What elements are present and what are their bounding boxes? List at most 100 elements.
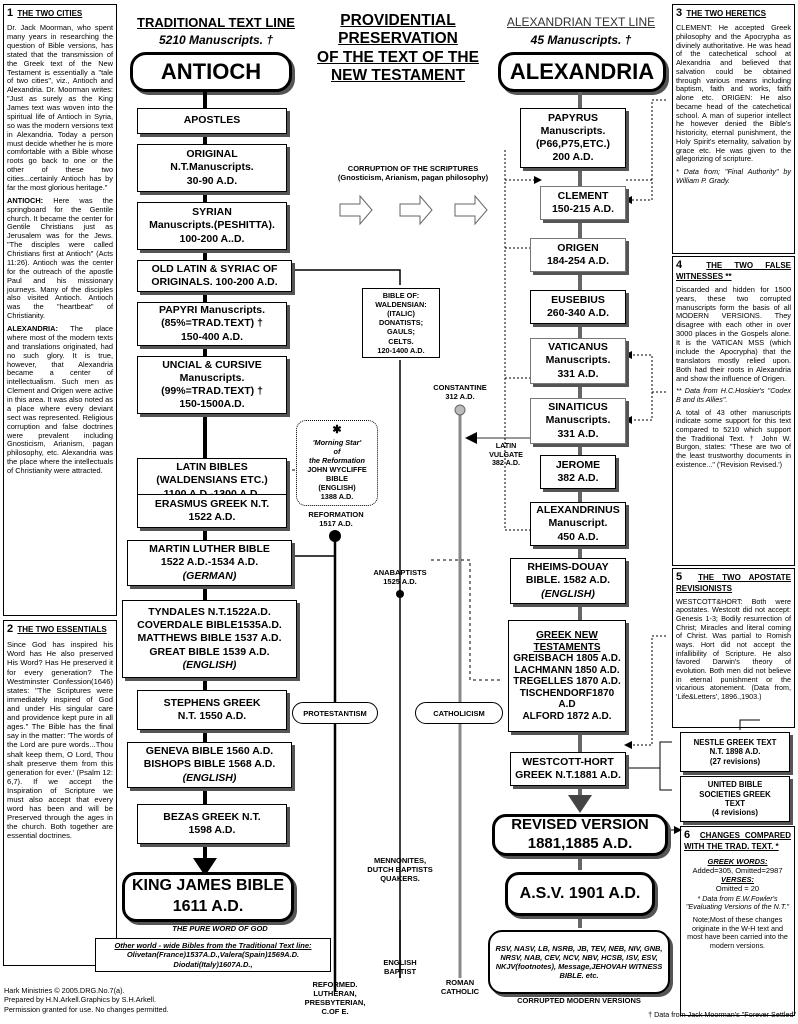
ubs-label-3: TEXT [725, 799, 745, 808]
box-rheims: RHEIMS-DOUAY BIBLE. 1582 A.D. (ENGLISH) [510, 558, 626, 604]
other-world-bibles: Other world - wide Bibles from the Tradi… [95, 938, 331, 973]
apostles-label: APOSTLES [183, 114, 241, 127]
mennonites-line-2: DUTCH BAPTISTS [367, 865, 433, 874]
papyrus-label: PAPYRUS [548, 111, 598, 124]
label-mennonites: MENNONITES, DUTCH BAPTISTS QUAKERS. [345, 856, 455, 883]
box-modern-versions: RSV, NASV, LB, NSRB, JB, TEV, NEB, NIV, … [488, 930, 670, 994]
box-bezas: BEZAS GREEK N.T. 1598 A.D. [137, 804, 287, 844]
label-reformed: REFORMED. LUTHERAN, PRESBYTERIAN, C.OF E… [295, 980, 375, 1016]
alexandria-city: ALEXANDRIA [498, 52, 666, 92]
box-erasmus: ERASMUS GREEK N.T. 1522 A.D. [137, 494, 287, 528]
vaticanus-date: 331 A.D. [557, 367, 599, 380]
box-luther: MARTIN LUTHER BIBLE 1522 A.D.-1534 A.D. … [127, 540, 292, 586]
title-line-1: PROVIDENTIAL [340, 12, 456, 29]
box-vaticanus: VATICANUS Manuscripts. 331 A.D. [530, 338, 626, 384]
jerome-date: 382 A.D. [557, 472, 599, 484]
uncial-label-2: Manuscripts. [179, 371, 245, 384]
greek-words-label: GREEK WORDS: [707, 856, 768, 866]
constantine-date: 312 A.D. [445, 392, 475, 401]
constantine-label: CONSTANTINE [433, 383, 487, 392]
old-latin-date: ORIGINALS. 100-200 A.D. [151, 276, 278, 288]
wycliffe-line-4: JOHN WYCLIFFE [307, 465, 367, 475]
traditional-count: 5210 Manuscripts. † [158, 33, 274, 47]
eusebius-date: 260-340 A.D. [546, 307, 610, 319]
old-latin-label: OLD LATIN & SYRIAC OF [151, 262, 278, 275]
papyrus-label-2: Manuscripts. [540, 124, 606, 137]
latin-bibles-label-2: (WALDENSIANS ETC.) [156, 474, 268, 487]
wycliffe-line-6: (ENGLISH) [318, 483, 356, 493]
sinaiticus-date: 331 A.D. [557, 427, 599, 440]
uncial-date: 150-1500A.D. [179, 398, 245, 411]
box-uncial: UNCIAL & CURSIVE Manuscripts. (99%=TRAD.… [137, 356, 287, 414]
box-origen: ORIGEN 184-254 A.D. [530, 238, 626, 272]
coverdale-label: COVERDALE BIBLE1535A.D. [137, 619, 282, 632]
panel-false-witnesses: 4 THE TWO FALSE WITNESSES ** Discarded a… [672, 256, 795, 566]
origen-date: 184-254 A.D. [546, 255, 610, 267]
label-roman-catholic: ROMAN CATHOLIC [430, 978, 490, 996]
sec1-text: Dr. Jack Moorman, who spent many years i… [7, 23, 113, 192]
panel-two-essentials: 2 THE TWO ESSENTIALS Since God has inspi… [3, 620, 117, 966]
title-line-4: NEW TESTAMENT [330, 66, 466, 84]
box-wycliffe: ✱ 'Morning Star' of the Reformation JOHN… [296, 420, 378, 506]
modern-versions-caption: CORRUPTED MODERN VERSIONS [517, 996, 641, 1005]
reformed-line-1: REFORMED. [312, 980, 358, 989]
sec3-number: 3 [676, 7, 683, 19]
other-world-heading: Other world - wide Bibles from the Tradi… [114, 941, 312, 950]
mennonites-line-3: QUAKERS. [380, 874, 420, 883]
geneva-label: GENEVA BIBLE 1560 A.D. [145, 745, 274, 758]
syrian-label-2: Manuscripts.(PESHITTA). [149, 219, 275, 232]
page-title: PROVIDENTIAL PRESERVATION OF THE TEXT OF… [305, 12, 491, 85]
footer-line-2: Prepared by H.N.Arkell.Graphics by S.H.A… [4, 995, 157, 1005]
english-bibles-language: (ENGLISH) [182, 658, 237, 671]
waldenses-line-4: DONATISTS; [378, 318, 424, 328]
waldenses-date: 120-1400 A.D. [377, 345, 425, 355]
greek-nts-heading: GREEK NEW [536, 630, 598, 641]
box-westcott-hort: WESTCOTT-HORT GREEK N.T.1881 A.D. [510, 752, 626, 786]
reformation-date: 1517 A.D. [319, 519, 353, 528]
wycliffe-line-5: BIBLE [326, 474, 348, 484]
modern-versions-list: RSV, NASV, LB, NSRB, JB, TEV, NEB, NIV, … [495, 943, 663, 981]
sec4-note: ** Data from H.C.Hoskier's "Codex B and … [676, 386, 791, 405]
alexandrinus-label-2: Manuscript. [548, 517, 608, 530]
wycliffe-date: 1388 A.D. [320, 492, 354, 502]
box-papyrus: PAPYRUS Manuscripts. (P66,P75,ETC.) 200 … [520, 108, 626, 168]
sec4-text: Discarded and hidden for 1500 years, the… [676, 284, 791, 383]
footer-source: † Data from Jack Moorman's "Forever Sett… [648, 1010, 796, 1019]
corruption-line-2: (Gnosticism, Arianism, pagan philosophy) [337, 173, 489, 182]
bezas-label: BEZAS GREEK N.T. [163, 810, 261, 823]
luther-language: (GERMAN) [182, 569, 237, 582]
roman-catholic-line-2: CATHOLIC [440, 987, 480, 996]
geneva-language: (ENGLISH) [182, 771, 237, 784]
stephens-label: STEPHENS GREEK [163, 696, 261, 709]
panel-two-heretics: 3 THE TWO HERETICS CLEMENT: He accepted … [672, 4, 795, 254]
title-line-2: PRESERVATION [338, 30, 458, 48]
english-baptist-line-1: ENGLISH [383, 958, 417, 967]
tyndale-label: TYNDALES N.T.1522A.D. [148, 606, 271, 619]
vulgate-line-2: VULGATE [489, 449, 523, 459]
erasmus-label: ERASMUS GREEK N.T. [154, 497, 270, 510]
greek-nts-heading-2: TESTAMENTS [533, 641, 601, 653]
sec5-text: WESTCOTT&HORT: Both were apostates. West… [676, 596, 791, 701]
waldenses-line-5: GAULS; [387, 327, 415, 337]
waldenses-line-1: BIBLE OF: [382, 291, 420, 300]
box-original-nt: ORIGINAL N.T.Manuscripts. 30-90 A.D. [137, 144, 287, 192]
box-geneva: GENEVA BIBLE 1560 A.D. BISHOPS BIBLE 156… [127, 742, 292, 788]
rheims-label: RHEIMS-DOUAY [527, 561, 609, 574]
kjv-caption: THE PURE WORD OF GOD [172, 924, 268, 933]
greek-words-value: Added=305, Omitted=2987 [692, 865, 783, 875]
matthews-label: MATTHEWS BIBLE 1537 A.D. [137, 632, 282, 645]
box-waldenses: BIBLE OF: WALDENSIAN: (ITALIC) DONATISTS… [362, 288, 440, 358]
original-date: 30-90 A.D. [186, 174, 238, 187]
alexandrian-line-title: ALEXANDRIAN TEXT LINE [506, 15, 656, 29]
other-world-line-2: Olivetan(France)1537A.D.,Valera(Spain)15… [126, 950, 300, 960]
box-nestle: NESTLE GREEK TEXT N.T. 1898 A.D. (27 rev… [680, 732, 790, 772]
nestle-label: NESTLE GREEK TEXT [693, 737, 777, 747]
corruption-label: CORRUPTION OF THE SCRIPTURES (Gnosticism… [318, 164, 508, 182]
box-sinaiticus: SINAITICUS Manuscripts. 331 A.D. [530, 398, 626, 444]
papyri-date: 150-400 A.D. [180, 330, 244, 343]
alexandrinus-label: ALEXANDRINUS [536, 504, 620, 517]
rv-date: 1881,1885 A.D. [527, 835, 633, 852]
sinaiticus-label: SINAITICUS [548, 401, 608, 414]
reformed-line-2: LUTHERAN, [313, 989, 357, 998]
title-line-3: OF THE TEXT OF THE [317, 48, 479, 66]
